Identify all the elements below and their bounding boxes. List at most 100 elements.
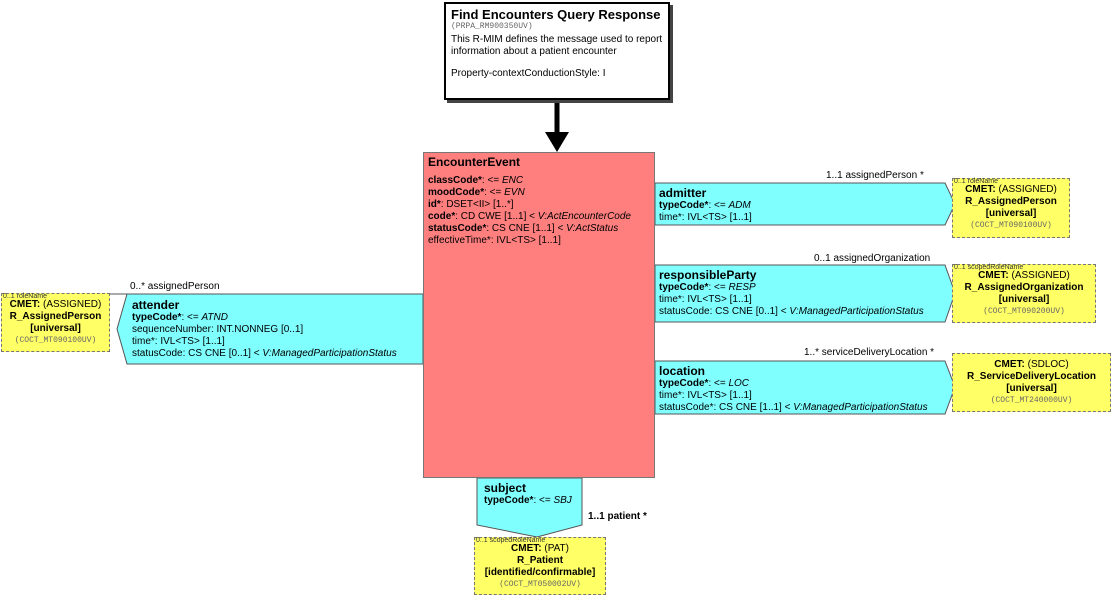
cmet-admitter-role-name: 0..1 roleName	[954, 178, 998, 185]
responsibleParty-attribute-vocab: RESP	[728, 282, 756, 293]
admitter-attribute-type: : <=	[708, 200, 729, 211]
cmet-admitter-class: (ASSIGNED)	[998, 184, 1057, 195]
cmet-assigned-person-attender[interactable]: 0..1 roleName CMET: (ASSIGNED) R_Assigne…	[1, 293, 110, 352]
encounter-attribute-vocab: V:ActEncounterCode	[537, 211, 631, 222]
cmet-attender-header: CMET: (ASSIGNED)	[5, 299, 106, 311]
encounter-attribute-vocab: ENC	[501, 175, 524, 186]
encounter-event-name: EncounterEvent	[428, 155, 521, 169]
encounter-attribute-name: effectiveTime*	[428, 235, 491, 246]
admitter-attribute-name: time*	[659, 212, 682, 223]
location-attribute-vocab: V:ManagedParticipationStatus	[793, 402, 928, 413]
location-attribute: typeCode*: <= LOC	[659, 378, 949, 390]
admitter-shape	[654, 182, 956, 226]
location-attribute-type: : IVL<TS> [1..1]	[681, 390, 752, 401]
admitter-role-label: 1..1 assignedPerson *	[826, 170, 924, 181]
entry-arrow-head	[545, 132, 569, 152]
cmet-location-class: (SDLOC)	[1027, 359, 1069, 370]
cmet-admitter-prefix: CMET:	[965, 184, 996, 195]
cmet-admitter-flavor: [universal]	[985, 208, 1037, 219]
cmet-attender-class: (ASSIGNED)	[43, 299, 102, 310]
diagram-description: This R-MIM defines the message used to r…	[451, 34, 663, 57]
admitter-attribute: time*: IVL<TS> [1..1]	[659, 212, 944, 224]
subject-attributes: typeCode*: <= SBJ	[484, 495, 579, 507]
responsibleParty-attribute: typeCode*: <= RESP	[659, 282, 949, 294]
attender-name: attender	[132, 298, 180, 312]
subject-attribute-name: typeCode*	[484, 495, 534, 506]
cmet-attender-flavor: [universal]	[30, 323, 81, 334]
encounter-attribute-vocab: EVN	[504, 187, 525, 198]
cmet-resp-role-name: 0..1 scopedRoleName	[954, 264, 1024, 271]
cmet-location-prefix: CMET:	[994, 359, 1025, 370]
location-attribute-name: time*	[659, 390, 682, 401]
cmet-attender-name: R_AssignedPerson	[9, 311, 102, 322]
location-attribute: time*: IVL<TS> [1..1]	[659, 390, 949, 402]
responsible-party-shape	[654, 264, 956, 323]
cmet-patient-header: CMET: (PAT)	[478, 543, 602, 555]
subject-shape	[476, 477, 583, 538]
cmet-attender-role-name: 0..1 roleName	[3, 293, 47, 300]
encounter-attribute-type: : <=	[484, 187, 505, 198]
responsibleParty-attribute-name: time*	[659, 294, 682, 305]
attender-attribute-name: sequenceNumber	[132, 324, 211, 335]
encounter-attribute-type: : CS CNE [1..1] <	[486, 223, 567, 234]
cmet-patient-flavor: [identified/confirmable]	[484, 567, 596, 578]
cmet-resp-prefix: CMET:	[978, 270, 1009, 281]
location-shape	[654, 360, 956, 415]
cmet-resp-code: (COCT_MT090200UV)	[983, 307, 1065, 316]
location-name: location	[659, 364, 706, 378]
responsible-party-name: responsibleParty	[659, 268, 757, 282]
responsibleParty-attribute-type: : <=	[708, 282, 729, 293]
attender-attribute-type: : IVL<TS> [1..1]	[154, 336, 225, 347]
attender-attribute: sequenceNumber: INT.NONNEG [0..1]	[132, 324, 422, 336]
encounter-attribute: code*: CD CWE [1..1] < V:ActEncounterCod…	[428, 211, 650, 223]
conduction-style: Property-contextConductionStyle: I	[451, 68, 606, 79]
cmet-attender-code: (COCT_MT090100UV)	[14, 336, 97, 345]
title-box: Find Encounters Query Response (PRPA_RM9…	[444, 2, 670, 100]
attender-role-label: 0..* assignedPerson	[130, 281, 220, 292]
encounter-attribute-vocab: V:ActStatus	[566, 223, 619, 234]
attender-attribute-name: time*	[132, 336, 155, 347]
encounter-attribute-type: : <=	[481, 175, 502, 186]
encounter-attribute-name: moodCode*	[428, 187, 485, 198]
encounter-attribute: classCode*: <= ENC	[428, 175, 650, 187]
diagram-id: (PRPA_RM900350UV)	[451, 22, 533, 31]
location-attribute-name: statusCode*	[659, 402, 714, 413]
cmet-location-header: CMET: (SDLOC)	[956, 359, 1107, 371]
admitter-attribute-type: : IVL<TS> [1..1]	[681, 212, 752, 223]
cmet-resp-class: (ASSIGNED)	[1011, 270, 1070, 281]
cmet-assigned-person-admitter[interactable]: 0..1 roleName CMET: (ASSIGNED) R_Assigne…	[952, 178, 1070, 238]
encounter-attribute-type: : CD CWE [1..1] <	[455, 211, 538, 222]
attender-attribute-type: : CS CNE [0..1] <	[182, 348, 263, 359]
admitter-attribute-vocab: ADM	[728, 200, 751, 211]
cmet-admitter-code: (COCT_MT090100UV)	[970, 221, 1052, 230]
admitter-name: admitter	[659, 186, 707, 200]
location-attribute-vocab: LOC	[728, 378, 750, 389]
cmet-patient[interactable]: 0..1 scopedRoleName CMET: (PAT) R_Patien…	[474, 537, 606, 595]
location-attribute: statusCode*: CS CNE [1..1] < V:ManagedPa…	[659, 402, 949, 414]
cmet-service-delivery-location[interactable]: CMET: (SDLOC) R_ServiceDeliveryLocation …	[952, 353, 1111, 412]
admitter-attribute: typeCode*: <= ADM	[659, 200, 944, 212]
responsibleParty-attribute-type: : IVL<TS> [1..1]	[681, 294, 752, 305]
responsibleParty-attribute: time*: IVL<TS> [1..1]	[659, 294, 949, 306]
cmet-patient-prefix: CMET:	[511, 543, 542, 554]
responsibleParty-attribute-name: typeCode*	[659, 282, 709, 293]
attender-attribute-vocab: ATND	[201, 312, 228, 323]
encounter-attribute: effectiveTime*: IVL<TS> [1..1]	[428, 235, 650, 247]
encounter-attribute-name: id*	[428, 199, 441, 210]
attender-attribute-type: : INT.NONNEG [0..1]	[210, 324, 304, 335]
cmet-assigned-organization[interactable]: 0..1 scopedRoleName CMET: (ASSIGNED) R_A…	[952, 264, 1096, 323]
encounter-attribute-name: classCode*	[428, 175, 482, 186]
encounter-attribute-type: : DSET<II> [1..*]	[440, 199, 514, 210]
cmet-patient-class: (PAT)	[544, 543, 569, 554]
responsibleParty-attribute-name: statusCode	[659, 306, 710, 317]
subject-attribute-vocab: SBJ	[553, 495, 572, 506]
cmet-admitter-name: R_AssignedPerson	[965, 196, 1057, 207]
cmet-patient-name: R_Patient	[516, 555, 564, 566]
location-attribute-name: typeCode*	[659, 378, 709, 389]
